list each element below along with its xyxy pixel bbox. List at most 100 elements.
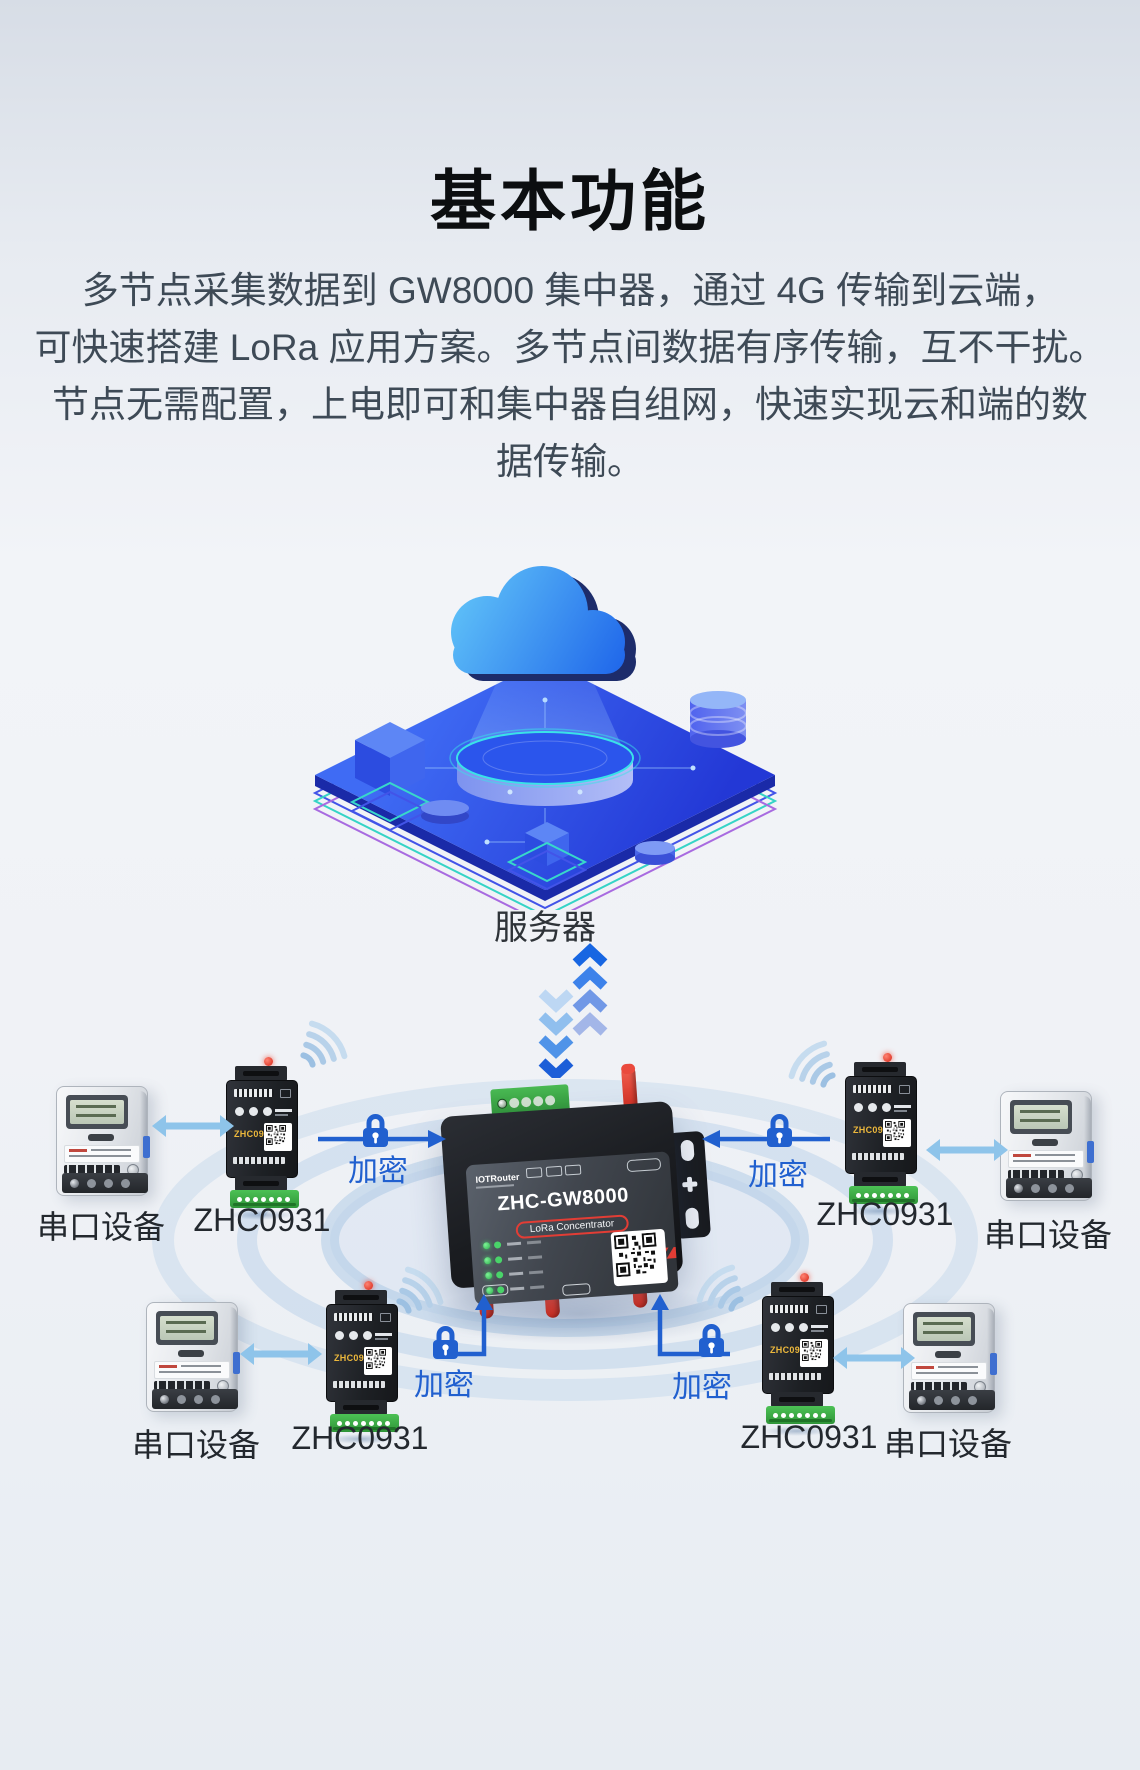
wifi-waves-icon xyxy=(292,1010,358,1076)
meter-terminal xyxy=(1006,1178,1092,1198)
module-top-flange xyxy=(854,1062,906,1077)
bracket-hole xyxy=(680,1139,695,1162)
module-body: ZHC0931 xyxy=(762,1296,834,1394)
meter-lcd-frame xyxy=(1010,1100,1072,1134)
module-top-right: ZHC0931 xyxy=(845,1053,918,1216)
module-label-top-right: ZHC0931 xyxy=(816,1196,954,1232)
module-led xyxy=(264,1057,273,1066)
module-model-text: ZHC0931 xyxy=(853,1125,894,1135)
intro-paragraph: 多节点采集数据到 GW8000 集中器，通过 4G 传输到云端， 可快速搭建 L… xyxy=(30,262,1110,490)
meter-label-strip xyxy=(64,1145,140,1163)
module-shadow xyxy=(847,1206,913,1216)
meter-lcd-frame xyxy=(913,1312,975,1346)
serial-device-label-top-right: 串口设备 xyxy=(983,1217,1112,1253)
module-model-text: ZHC0931 xyxy=(334,1353,375,1363)
module-port xyxy=(280,1089,291,1098)
gateway-qr-code xyxy=(610,1228,669,1287)
bracket-plus-hole xyxy=(682,1176,698,1192)
led-dot xyxy=(484,1271,493,1280)
serial-meter-bottom-left xyxy=(146,1302,240,1412)
meter-digit-register xyxy=(911,1382,967,1391)
module-led xyxy=(800,1273,809,1282)
meter-label-strip xyxy=(154,1361,230,1379)
meter-ir-port xyxy=(88,1134,114,1141)
gateway-ports xyxy=(525,1167,543,1179)
meter-side-sticker xyxy=(990,1353,997,1375)
terminal-dot xyxy=(856,1192,861,1198)
module-led xyxy=(883,1053,892,1062)
meter-digit-register xyxy=(1008,1170,1064,1179)
module-dip-switches xyxy=(234,1089,274,1097)
meter-label-strip xyxy=(911,1362,987,1380)
module-bottom-flange xyxy=(854,1172,906,1187)
module-port xyxy=(899,1085,910,1094)
page-title: 基本功能 xyxy=(430,164,710,238)
module-top-left: ZHC0931 xyxy=(226,1057,299,1220)
module-buttons xyxy=(235,1107,244,1116)
module-port-row xyxy=(333,1381,385,1388)
led-dot xyxy=(482,1241,491,1250)
module-brand-mark xyxy=(275,1109,292,1116)
lock-icon xyxy=(430,1324,460,1362)
module-bottom-flange xyxy=(335,1400,387,1415)
module-port xyxy=(380,1313,391,1322)
gateway-model: ZHC-GW8000 xyxy=(496,1184,630,1216)
module-terminal xyxy=(330,1414,399,1432)
module-bottom-flange xyxy=(235,1176,287,1191)
cloud-icon xyxy=(451,566,625,674)
module-shadow xyxy=(328,1434,394,1444)
module-bottom-right: ZHC0931 xyxy=(762,1273,835,1436)
lock-icon xyxy=(360,1112,390,1150)
module-top-flange xyxy=(335,1290,387,1305)
module-body: ZHC0931 xyxy=(845,1076,917,1174)
module-bottom-flange xyxy=(771,1392,823,1407)
module-port-row xyxy=(233,1157,285,1164)
module-buttons xyxy=(335,1331,344,1340)
module-brand-mark xyxy=(811,1325,828,1332)
serial-device-label-bottom-right: 串口设备 xyxy=(883,1426,1012,1462)
meter-side-sticker xyxy=(233,1352,240,1374)
meter-label-strip xyxy=(1008,1150,1084,1168)
meter-ir-port xyxy=(1032,1139,1058,1146)
intro-line-2: 可快速搭建 LoRa 应用方案。多节点间数据有序传输，互不干扰。 xyxy=(34,327,1106,368)
gateway-brand: IOTRouter xyxy=(475,1171,520,1185)
module-brand-mark xyxy=(894,1105,911,1112)
panel-badge xyxy=(562,1283,591,1297)
serial-meter-top-right xyxy=(1000,1091,1094,1201)
encrypt-label-top-left: 加密 xyxy=(348,1155,408,1188)
module-body: ZHC0931 xyxy=(226,1080,298,1178)
terminal-screw xyxy=(496,1098,508,1110)
encrypt-label-bottom-right: 加密 xyxy=(672,1371,732,1404)
meter-terminal xyxy=(62,1173,148,1193)
led-label-dash xyxy=(506,1241,522,1246)
encrypt-label-bottom-left: 加密 xyxy=(414,1369,474,1402)
meter-lcd-frame xyxy=(156,1311,218,1345)
module-qr-code xyxy=(883,1119,911,1147)
module-dip-switches xyxy=(770,1305,810,1313)
bracket-hole xyxy=(684,1207,700,1230)
module-led xyxy=(364,1281,373,1290)
led-label-dash xyxy=(508,1256,523,1261)
bidirectional-arrow-top-right xyxy=(926,1138,1008,1162)
bidirectional-arrow-top-left xyxy=(152,1114,234,1138)
terminal-bolt xyxy=(160,1394,169,1404)
module-dip-switches xyxy=(334,1313,374,1321)
meter-lcd xyxy=(70,1100,124,1124)
led-dot xyxy=(483,1256,492,1265)
serial-device-label-bottom-left: 串口设备 xyxy=(131,1427,260,1463)
up-down-chevrons-icon xyxy=(538,943,608,1078)
module-port-row xyxy=(852,1153,904,1160)
module-top-flange xyxy=(771,1282,823,1297)
module-shadow xyxy=(764,1426,830,1436)
server-illustration xyxy=(312,566,778,910)
module-terminal xyxy=(849,1186,918,1204)
bidirectional-arrow-bottom-left xyxy=(240,1342,322,1366)
terminal-dot xyxy=(773,1412,778,1418)
terminal-bolt xyxy=(70,1178,79,1188)
gateway-front-panel: IOTRouter ZHC-GW8000 LoRa Concentrator xyxy=(465,1151,679,1306)
meter-terminal xyxy=(909,1390,995,1410)
module-top-flange xyxy=(235,1066,287,1081)
wifi-waves-icon xyxy=(778,1030,844,1096)
module-qr-code xyxy=(264,1123,292,1151)
